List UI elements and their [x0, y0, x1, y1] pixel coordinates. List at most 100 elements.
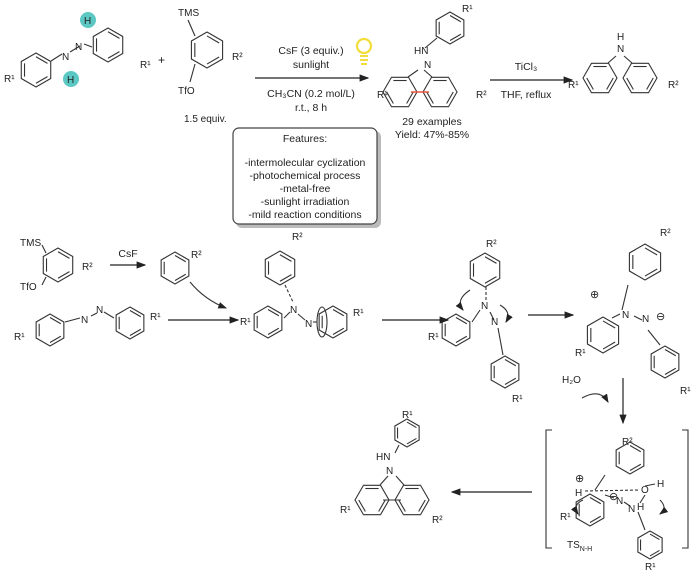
bond	[103, 311, 115, 319]
bond	[497, 327, 504, 356]
double-bond	[378, 499, 386, 512]
r1-label: R¹	[428, 332, 439, 343]
bond	[407, 69, 419, 78]
bond	[424, 37, 438, 49]
feature-item: -photochemical process	[250, 170, 361, 182]
highlight-h-bottom	[63, 71, 79, 87]
benzene-ring	[490, 355, 520, 389]
benzene-ring	[575, 493, 605, 527]
r2-label: R²	[232, 52, 243, 63]
bond	[637, 511, 646, 531]
feature-item: -metal-free	[280, 183, 331, 195]
double-bond	[602, 341, 616, 350]
bond	[647, 329, 661, 346]
n-label: N	[491, 317, 498, 328]
bond	[41, 276, 47, 286]
benzene-ring	[615, 441, 645, 475]
bond	[423, 69, 433, 78]
r1-right-label: R¹	[140, 60, 151, 71]
tfo-label: TfO	[178, 86, 195, 97]
n-label: N	[96, 305, 103, 316]
double-bond	[606, 77, 614, 90]
double-bond	[626, 77, 634, 90]
lightbulb-icon	[355, 37, 373, 65]
benzene-ring	[582, 62, 618, 94]
double-bond	[358, 499, 366, 512]
ts-label-main: TS	[567, 540, 580, 551]
double-bond	[129, 310, 142, 318]
benzene-ring	[622, 62, 658, 94]
curved-arrow	[570, 499, 584, 515]
double-bond	[629, 445, 642, 453]
bond	[644, 483, 656, 487]
benzene-ring	[253, 305, 283, 339]
h-label: H	[637, 502, 644, 513]
benzene-ring	[190, 31, 224, 69]
ring-layer	[20, 11, 680, 560]
double-bond	[279, 254, 292, 262]
bond	[489, 311, 495, 321]
curved-arrow	[581, 393, 609, 403]
double-bond	[174, 273, 187, 281]
n-label: N	[481, 301, 488, 312]
r2-label: R²	[622, 437, 633, 448]
r1-label: R¹	[14, 332, 25, 343]
r1-aryl-label: R¹	[462, 4, 473, 15]
n-label: N	[616, 496, 623, 507]
n-label: N	[617, 44, 624, 55]
bond	[187, 19, 196, 37]
double-bond	[484, 276, 497, 284]
r1-label: R¹	[377, 90, 388, 101]
double-bond	[644, 268, 658, 277]
double-bond	[602, 320, 616, 329]
double-bond	[646, 77, 654, 90]
benzene-ring	[650, 345, 680, 379]
double-bond	[455, 335, 468, 343]
bond	[90, 312, 98, 317]
features-box	[232, 127, 378, 225]
double-bond	[504, 359, 517, 367]
r1-label: R¹	[340, 505, 351, 516]
n-label: N	[290, 305, 297, 316]
double-bond	[35, 56, 48, 64]
benzene-ring	[441, 313, 471, 347]
r1-label: R¹	[240, 317, 251, 328]
benzene-ring	[35, 313, 65, 347]
r2-label: R²	[191, 250, 202, 261]
tms-label: TMS	[20, 238, 41, 249]
double-bond	[504, 377, 517, 385]
r2-label: R²	[476, 90, 487, 101]
rotation-arrow	[316, 306, 328, 338]
r1-label: R¹	[645, 562, 656, 573]
double-bond	[649, 533, 660, 541]
double-bond	[129, 328, 142, 336]
bond	[283, 311, 291, 319]
double-bond	[484, 256, 497, 264]
step1-reagent: CsF (3 equiv.)	[278, 45, 343, 57]
h-label-bottom: H	[67, 75, 74, 86]
bond	[379, 475, 389, 486]
anion-charge: ⊖	[656, 311, 665, 323]
benzene-ring	[115, 306, 145, 340]
double-bond	[206, 56, 220, 65]
benzene-ring	[469, 252, 501, 288]
benzene-ring	[20, 52, 52, 88]
r2-label: R²	[486, 239, 497, 250]
double-bond	[664, 367, 677, 375]
n-label: N	[305, 319, 312, 330]
bond	[607, 55, 617, 64]
double-bond	[107, 51, 120, 59]
bond	[611, 313, 621, 319]
r1-label: R¹	[680, 386, 691, 397]
bond	[594, 474, 606, 491]
plus-sign: +	[158, 53, 165, 67]
double-bond	[664, 349, 677, 357]
bond	[83, 43, 93, 48]
hn-label: HN	[414, 46, 428, 57]
o-label: O	[641, 485, 649, 496]
bond	[623, 501, 631, 507]
h-label: H	[657, 479, 664, 490]
double-bond	[49, 335, 62, 343]
double-bond	[446, 91, 454, 104]
